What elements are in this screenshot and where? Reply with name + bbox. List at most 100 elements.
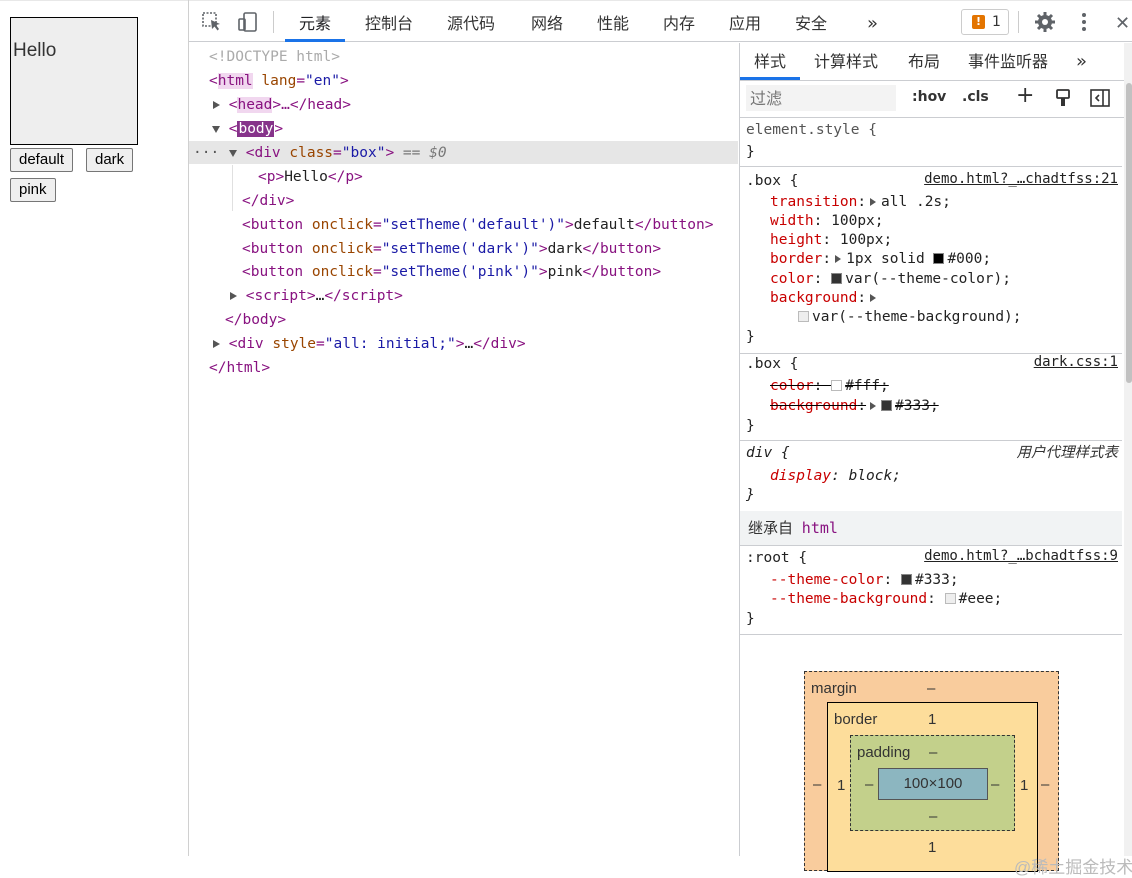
gear-icon[interactable] (1034, 11, 1056, 33)
tab-application[interactable]: 应用 (729, 14, 762, 33)
collapse-arrow-icon[interactable] (212, 125, 220, 133)
color-declaration[interactable]: color: var(--theme-color); (770, 271, 1011, 287)
styles-scrollbar[interactable] (1124, 43, 1132, 856)
dark-box-selector[interactable]: .box { (746, 356, 799, 372)
expand-arrow-icon[interactable] (230, 292, 237, 300)
overridden-background-declaration[interactable]: background:#333; (770, 398, 939, 414)
head-node[interactable]: <head>…</head> (213, 94, 351, 116)
script-node[interactable]: <script>…</script> (230, 285, 403, 307)
tab-console[interactable]: 控制台 (365, 14, 414, 33)
padding-bottom-value[interactable]: – (929, 808, 938, 825)
html-node[interactable]: <html lang="en"> (209, 73, 349, 89)
close-icon[interactable]: ✕ (1115, 13, 1131, 34)
dark-theme-button[interactable]: dark (86, 148, 134, 172)
expand-triangle-icon (835, 254, 842, 263)
inspect-element-icon[interactable] (201, 11, 223, 33)
div-initial-node[interactable]: <div style="all: initial;">…</div> (213, 333, 526, 355)
node-actions-ellipsis[interactable]: ··· (193, 145, 220, 161)
theme-background-declaration[interactable]: --theme-background: #eee; (770, 591, 1003, 607)
tab-network[interactable]: 网络 (531, 14, 564, 33)
display-declaration[interactable]: display: block; (770, 468, 901, 484)
tab-performance[interactable]: 性能 (597, 14, 630, 33)
collapse-arrow-icon[interactable] (229, 149, 237, 157)
element-style-selector[interactable]: element.style { (746, 122, 877, 138)
color-swatch-light[interactable] (798, 310, 809, 322)
border-top-value[interactable]: 1 (928, 711, 937, 728)
margin-right-value[interactable]: – (1041, 776, 1050, 793)
overridden-color-declaration[interactable]: color: #fff; (770, 378, 889, 394)
expand-arrow-icon[interactable] (213, 101, 220, 109)
dark-css-source-link[interactable]: dark.css:1 (1033, 354, 1118, 370)
toggle-sidebar-icon[interactable] (1090, 89, 1110, 111)
box-model-padding[interactable]: padding – – – – 100×100 (850, 735, 1015, 831)
root-source-link[interactable]: demo.html?_…bchadtfss:9 (924, 548, 1118, 564)
color-swatch-white[interactable] (831, 379, 843, 391)
color-swatch-black[interactable] (933, 252, 945, 264)
border-declaration[interactable]: border:1px solid #000; (770, 251, 992, 267)
tab-computed[interactable]: 计算样式 (814, 52, 879, 71)
box-model-border[interactable]: border 1 1 1 1 padding – – – – 100×100 (827, 702, 1038, 872)
doctype-node[interactable]: <!DOCTYPE html> (209, 49, 340, 65)
tab-layout[interactable]: 布局 (908, 52, 941, 71)
new-rule-plus-icon[interactable]: + (1016, 83, 1035, 108)
pink-theme-button[interactable]: pink (10, 178, 56, 202)
button-pink-node[interactable]: <button onclick="setTheme('pink')">pink<… (242, 264, 662, 280)
button-default-node[interactable]: <button onclick="setTheme('default')">de… (242, 217, 714, 233)
margin-top-value[interactable]: – (927, 680, 936, 697)
more-tabs-chevron-icon[interactable]: » (867, 13, 879, 34)
border-left-value[interactable]: 1 (837, 777, 846, 794)
filter-input[interactable] (746, 85, 896, 111)
padding-top-value[interactable]: – (929, 744, 938, 761)
inherited-from-node-link[interactable]: html (801, 519, 838, 537)
issues-counter-button[interactable]: ! 1 (961, 9, 1009, 35)
expand-arrow-icon[interactable] (213, 340, 220, 348)
margin-left-value[interactable]: – (813, 776, 822, 793)
box-model-margin[interactable]: margin – – – border 1 1 1 1 padding – – … (804, 671, 1059, 872)
tab-styles[interactable]: 样式 (740, 43, 801, 80)
border-bottom-value[interactable]: 1 (928, 839, 937, 856)
rule-close-brace: } (746, 487, 755, 503)
button-dark-node[interactable]: <button onclick="setTheme('dark')">dark<… (242, 241, 662, 257)
device-toggle-icon[interactable] (237, 11, 259, 33)
default-theme-button[interactable]: default (10, 148, 74, 172)
box-source-link[interactable]: demo.html?_…chadtfss:21 (924, 171, 1118, 187)
div-box-node[interactable]: <div class="box"> == $0 (229, 142, 447, 164)
styles-scrollbar-thumb[interactable] (1126, 83, 1132, 383)
theme-color-declaration[interactable]: --theme-color: #333; (770, 572, 959, 588)
box-model-content[interactable]: 100×100 (878, 768, 988, 800)
paint-brush-icon[interactable] (1054, 89, 1072, 111)
tab-event-listeners[interactable]: 事件监听器 (968, 52, 1049, 71)
tab-sources[interactable]: 源代码 (447, 14, 496, 33)
color-swatch-dark[interactable] (900, 573, 912, 585)
more-tabs-chevron-icon[interactable]: » (1076, 51, 1088, 72)
height-declaration[interactable]: height: 100px; (770, 232, 893, 248)
div-close-tag[interactable]: </div> (242, 193, 295, 209)
class-toggle[interactable]: .cls (962, 89, 989, 105)
width-declaration[interactable]: width: 100px; (770, 213, 884, 229)
selected-node-row[interactable] (189, 141, 738, 164)
color-swatch-dark[interactable] (831, 272, 843, 284)
rule-close-brace: } (746, 144, 755, 160)
background-declaration[interactable]: background: (770, 288, 881, 308)
tab-elements[interactable]: 元素 (285, 1, 346, 42)
devtools-toolbar: 元素 控制台 源代码 网络 性能 内存 应用 安全 » ! 1 ✕ (189, 0, 1132, 42)
kebab-menu-icon[interactable] (1073, 11, 1095, 33)
root-selector[interactable]: :root { (746, 550, 808, 566)
body-node[interactable]: <body> (212, 118, 283, 140)
color-swatch-light[interactable] (944, 592, 956, 604)
div-selector[interactable]: div { (746, 445, 790, 461)
color-swatch-dark[interactable] (881, 399, 893, 411)
body-close-tag[interactable]: </body> (225, 312, 287, 328)
box-selector[interactable]: .box { (746, 173, 799, 189)
background-value[interactable]: var(--theme-background); (798, 307, 1022, 327)
padding-right-value[interactable]: – (991, 776, 1000, 793)
inherited-from-header: 继承自 html (740, 511, 1122, 546)
transition-declaration[interactable]: transition:all .2s; (770, 194, 951, 210)
padding-left-value[interactable]: – (865, 776, 874, 793)
html-close-tag[interactable]: </html> (209, 360, 271, 376)
tab-security[interactable]: 安全 (795, 14, 828, 33)
tab-memory[interactable]: 内存 (663, 14, 696, 33)
p-node[interactable]: <p>Hello</p> (258, 169, 363, 185)
hover-state-toggle[interactable]: :hov (912, 89, 947, 105)
border-right-value[interactable]: 1 (1020, 777, 1029, 794)
